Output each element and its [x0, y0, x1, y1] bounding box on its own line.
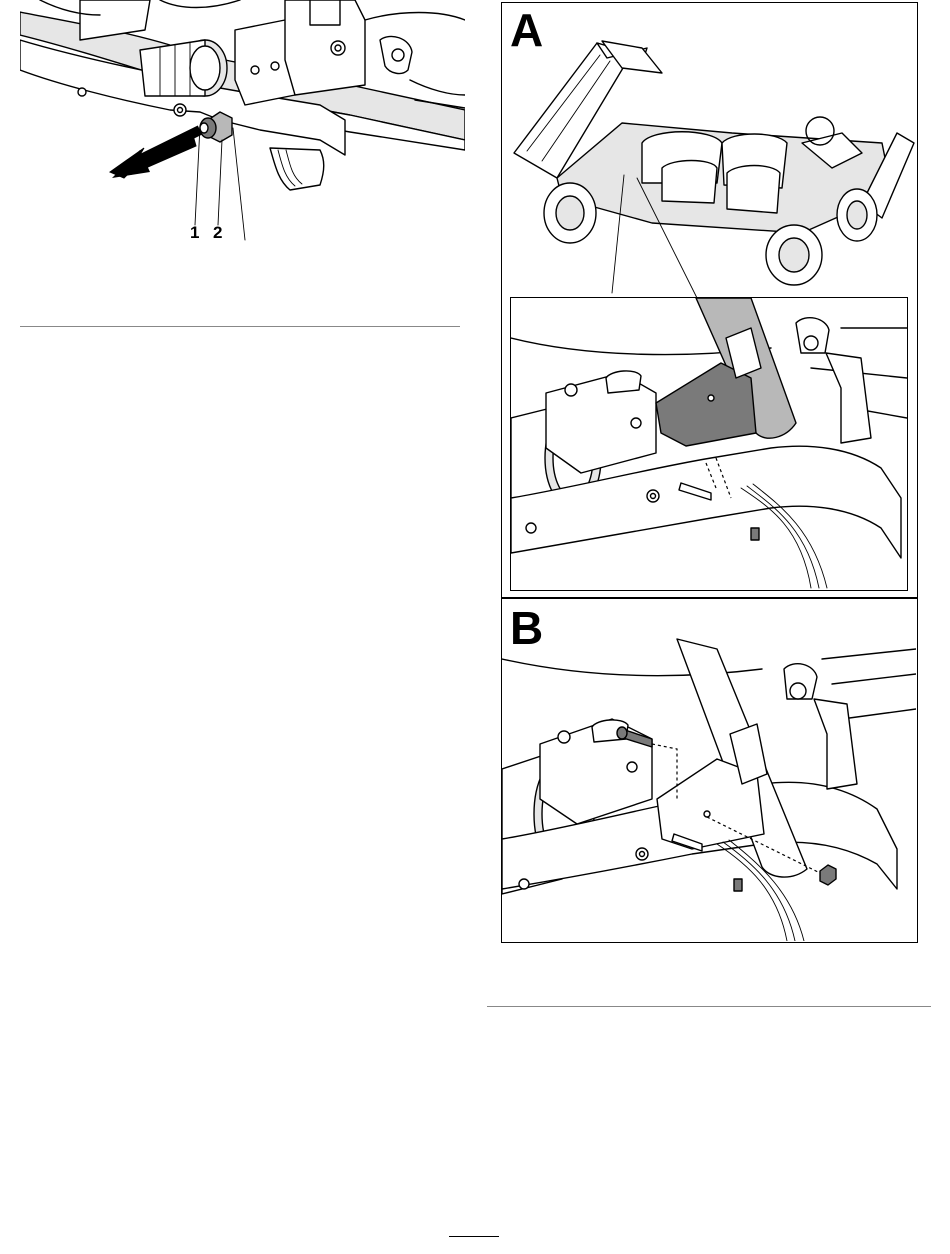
panel-a-detail-drawing	[511, 298, 907, 590]
right-column-rule	[487, 1006, 931, 1007]
callout-label-2: 2	[213, 224, 222, 241]
callout-label-1: 1	[190, 224, 199, 241]
page-footer-rule	[449, 1236, 499, 1237]
vehicle-overview-drawing	[502, 3, 916, 298]
left-figure: 1 2	[20, 0, 465, 250]
panel-a: A	[501, 2, 918, 598]
panel-b: B	[501, 598, 918, 943]
left-column-rule	[20, 326, 460, 327]
panel-b-detail-drawing	[502, 599, 916, 941]
left-figure-drawing	[20, 0, 465, 250]
panel-a-detail-inset	[510, 297, 908, 591]
panel-b-letter: B	[510, 605, 543, 651]
